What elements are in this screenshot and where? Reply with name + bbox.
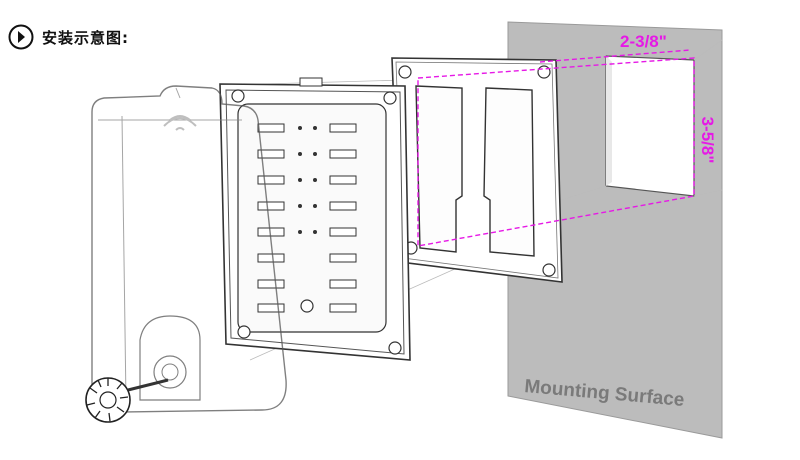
thumb-knob-icon [85, 377, 169, 423]
page-title: 安装示意图: [42, 28, 129, 47]
page-header: 安装示意图: [8, 22, 129, 52]
center-screw-icon [300, 299, 314, 313]
mounting-bracket-icon [391, 57, 563, 283]
width-dimension-label: 2-3/8" [620, 32, 667, 51]
height-dimension-label: 3-5/8" [698, 117, 717, 164]
chevron-right-circle-icon [8, 24, 34, 50]
fuse-right-column [329, 123, 357, 313]
terminal-dots [298, 126, 317, 234]
dimension-markings: 2-3/8" 3-5/8" [417, 32, 717, 247]
wifi-icon [163, 115, 197, 131]
mounting-cutout-icon [605, 55, 695, 197]
fuse-block-icon [219, 77, 411, 361]
protective-cover-icon [91, 85, 287, 413]
mounting-surface: Mounting Surface [507, 21, 723, 439]
fuse-left-column [257, 123, 285, 313]
fuse-row [257, 123, 357, 313]
